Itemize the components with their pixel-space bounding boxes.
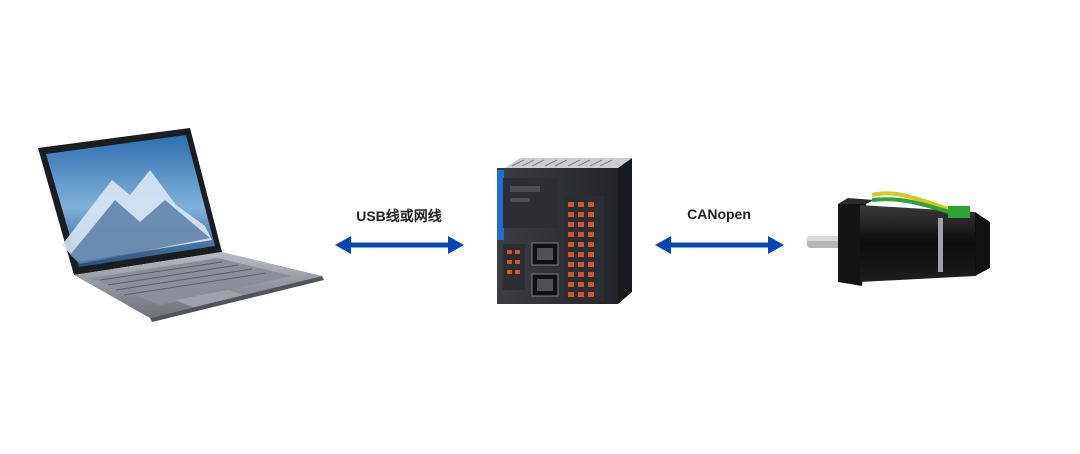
arrow-shape [335,236,464,254]
plc-controller-icon [497,158,632,304]
servo-motor-icon [807,191,990,286]
edge-label-usb: USB线或网线 [356,208,442,224]
bidirectional-arrow-usb [335,236,464,254]
arrow-shape [655,236,784,254]
bidirectional-arrow-canopen [655,236,784,254]
laptop-icon [38,128,324,322]
edge-label-canopen: CANopen [687,206,751,222]
